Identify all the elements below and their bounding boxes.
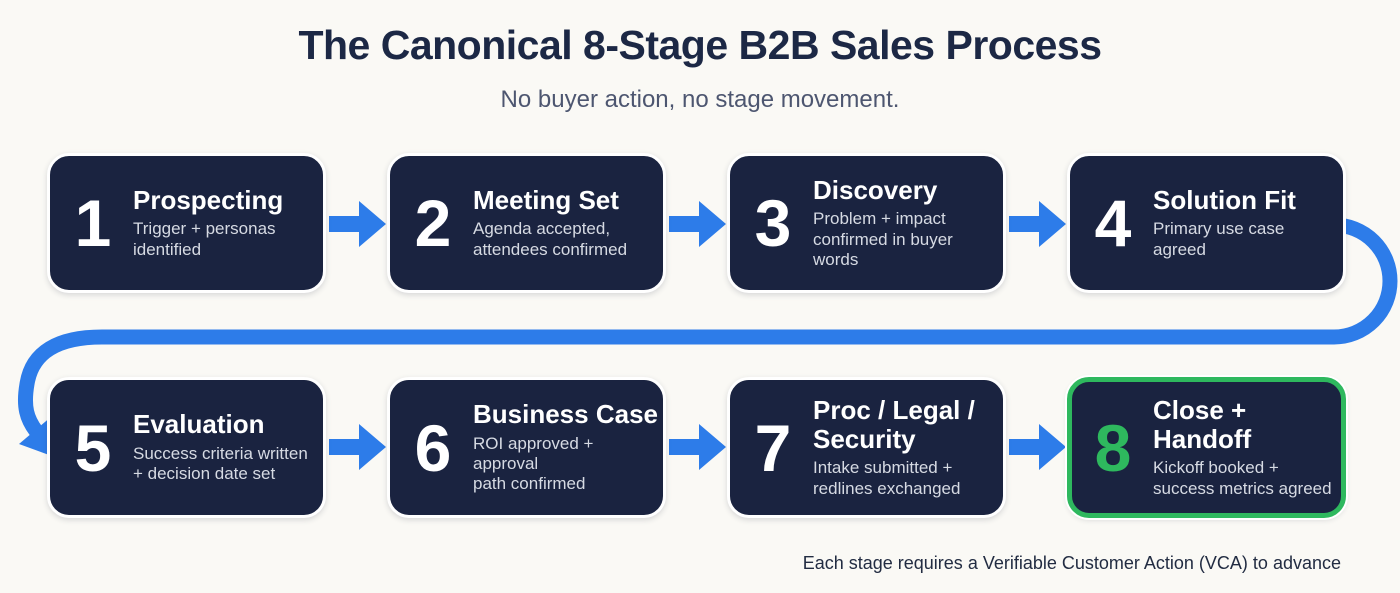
stage-title: Meeting Set — [473, 184, 619, 215]
stage-title: Evaluation — [133, 409, 265, 440]
stage-arrow-icon — [329, 201, 386, 247]
stage-arrow-icon — [669, 201, 726, 247]
footnote: Each stage requires a Verifiable Custome… — [802, 553, 1341, 573]
stage-number: 4 — [1094, 186, 1132, 260]
page-title: The Canonical 8-Stage B2B Sales Process — [298, 22, 1102, 68]
stage-number: 6 — [414, 410, 452, 485]
stage-card-3: 3 Discovery Problem + impact confirmed i… — [727, 153, 1006, 293]
stage-title: Solution Fit — [1153, 184, 1296, 215]
stage-title: Business Case — [473, 399, 658, 430]
stage-card-5: 5 Evaluation Success criteria written + … — [47, 377, 326, 518]
stage-desc: Kickoff booked + success metrics agreed — [1153, 458, 1332, 498]
stage-card-8: 8 Close + Handoff Kickoff booked + succe… — [1067, 377, 1346, 518]
stage-desc: ROI approved + approval path confirmed — [473, 433, 594, 494]
stage-card-7: 7 Proc / Legal / Security Intake submitt… — [727, 377, 1006, 518]
stage-desc: Success criteria written + decision date… — [133, 443, 308, 484]
stage-card-2: 2 Meeting Set Agenda accepted, attendees… — [387, 153, 666, 293]
stage-number: 3 — [754, 186, 792, 260]
page-subtitle: No buyer action, no stage movement. — [500, 86, 900, 113]
stage-desc: Trigger + personas identified — [133, 219, 276, 259]
stage-number: 7 — [754, 410, 792, 485]
stage-desc: Problem + impact confirmed in buyer word… — [813, 209, 953, 269]
stage-title: Discovery — [813, 174, 938, 205]
stage-arrow-icon — [1009, 424, 1066, 470]
stage-number: 8 — [1094, 410, 1132, 485]
stage-desc: Primary use case agreed — [1153, 219, 1285, 259]
stage-title: Prospecting — [133, 184, 284, 215]
stage-title: Close + Handoff — [1153, 395, 1252, 454]
stage-arrow-icon — [329, 424, 386, 470]
stage-number: 2 — [414, 186, 452, 260]
stage-desc: Agenda accepted, attendees confirmed — [473, 219, 628, 259]
stage-desc: Intake submitted + redlines exchanged — [813, 458, 961, 498]
stage-number: 5 — [74, 410, 112, 485]
stage-number: 1 — [74, 186, 112, 260]
stage-arrow-icon — [1009, 201, 1066, 247]
stage-card-1: 1 Prospecting Trigger + personas identif… — [47, 153, 326, 293]
stage-card-4: 4 Solution Fit Primary use case agreed — [1067, 153, 1346, 293]
stage-card-6: 6 Business Case ROI approved + approval … — [387, 377, 666, 518]
stage-arrow-icon — [669, 424, 726, 470]
stage-title: Proc / Legal / Security — [813, 395, 975, 454]
